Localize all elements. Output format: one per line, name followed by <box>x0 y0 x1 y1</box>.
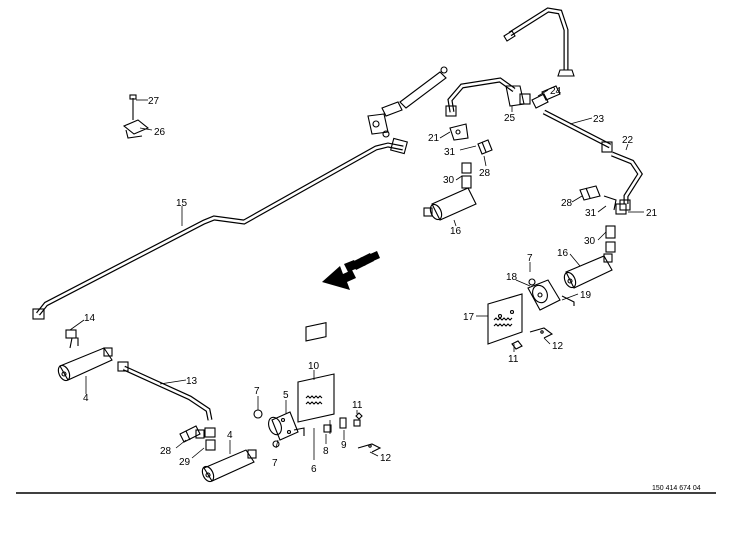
callout-28-lower: 28 <box>561 198 573 209</box>
callout-11-b: 11 <box>508 354 519 365</box>
callout-24: 24 <box>550 86 562 97</box>
callout-7-b: 7 <box>272 458 278 469</box>
callout-6: 6 <box>311 464 317 475</box>
callout-14: 14 <box>84 313 96 324</box>
callout-28-left: 28 <box>160 446 172 457</box>
callout-16-lower: 16 <box>557 248 569 259</box>
callout-12-b: 12 <box>552 341 564 352</box>
callout-4-left: 4 <box>83 393 89 404</box>
hose-upper <box>503 7 575 77</box>
callout-21-b: 21 <box>646 208 658 219</box>
callout-30-a: 30 <box>443 175 455 186</box>
callout-26: 26 <box>154 127 166 138</box>
pipe-13 <box>117 361 213 421</box>
fittings-lower <box>579 185 627 215</box>
cylinder-16-lower <box>563 225 616 289</box>
label-plate-10 <box>297 322 335 423</box>
valve-block-5 <box>253 409 331 448</box>
callout-16-upper: 16 <box>450 226 462 237</box>
direction-arrow-icon <box>322 251 380 290</box>
callout-12-a: 12 <box>380 453 392 464</box>
fitting-24 <box>531 85 561 109</box>
callout-15: 15 <box>176 198 188 209</box>
callout-31-b: 31 <box>585 208 597 219</box>
callout-21-a: 21 <box>428 133 440 144</box>
callout-17: 17 <box>463 312 475 323</box>
callout-5: 5 <box>283 390 289 401</box>
pipe-22 <box>611 151 643 211</box>
fitting-28-left <box>179 425 205 443</box>
small-parts-middle <box>323 412 382 453</box>
callout-10: 10 <box>308 361 320 372</box>
callout-19: 19 <box>580 290 592 301</box>
callout-25: 25 <box>504 113 516 124</box>
callout-7-c: 7 <box>527 253 533 264</box>
callout-8: 8 <box>323 446 329 457</box>
valve-block-18 <box>527 278 575 311</box>
cylinder-4-left <box>57 329 113 382</box>
label-plate-17 <box>487 293 523 345</box>
callout-29: 29 <box>179 457 191 468</box>
callout-22: 22 <box>622 135 634 146</box>
fittings-upper <box>449 123 493 155</box>
bracket-26 <box>122 94 150 139</box>
callout-11-a: 11 <box>352 400 363 411</box>
hose-left-upper <box>367 66 448 138</box>
cylinder-4-middle <box>201 427 257 483</box>
callout-31-a: 31 <box>444 147 456 158</box>
hose-25 <box>445 77 531 117</box>
callout-4-middle: 4 <box>227 430 233 441</box>
callout-18: 18 <box>506 272 518 283</box>
reference-number: 150 414 674 04 <box>652 485 701 492</box>
callout-7-a: 7 <box>254 386 260 397</box>
callout-27: 27 <box>148 96 160 107</box>
callout-13: 13 <box>186 376 198 387</box>
small-parts-right <box>511 327 554 350</box>
pipe-23 <box>542 109 613 153</box>
callout-28-upper: 28 <box>479 168 491 179</box>
leader-lines <box>69 89 644 460</box>
callout-9: 9 <box>341 440 347 451</box>
callout-30-b: 30 <box>584 236 596 247</box>
cylinder-16-upper <box>423 162 477 221</box>
callout-23: 23 <box>593 114 605 125</box>
callouts: 27 26 15 14 4 13 28 29 4 7 5 10 7 6 8 9 … <box>83 86 658 475</box>
pipe-15 <box>32 137 408 320</box>
